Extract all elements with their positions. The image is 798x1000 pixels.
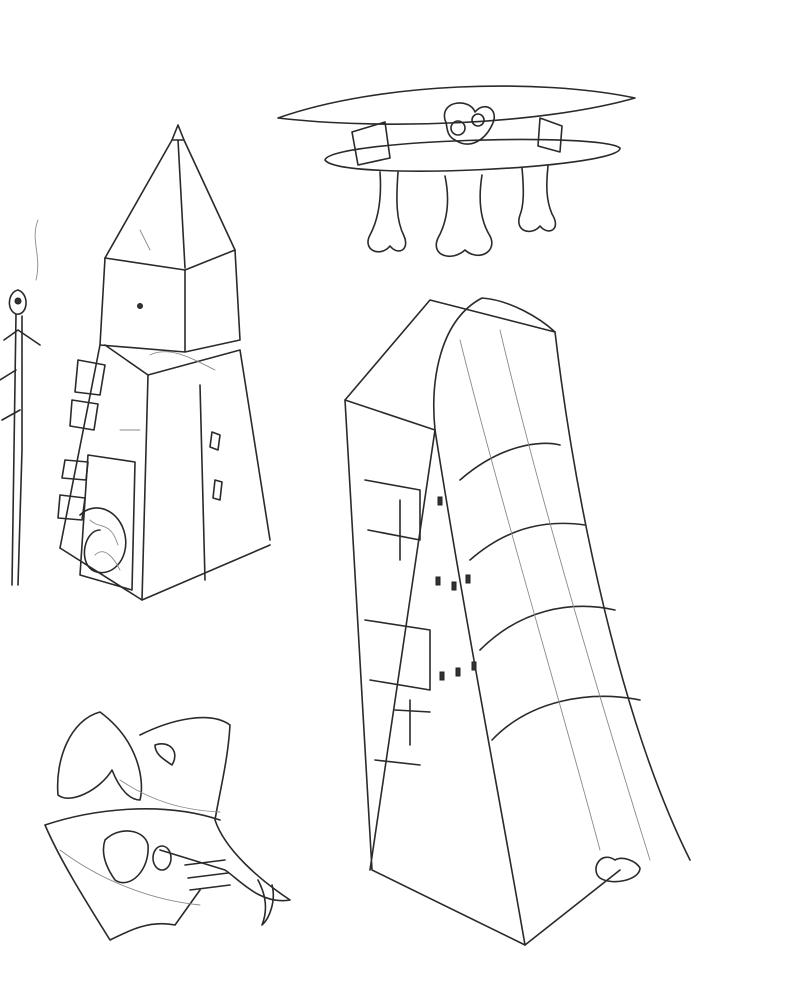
bone-table-sketch	[277, 85, 636, 258]
stick-figure-sketch	[0, 219, 41, 586]
abstract-sculpture-sketch	[44, 711, 291, 941]
curved-tower-sketch	[344, 297, 691, 946]
obelisk-tower-sketch	[57, 124, 271, 601]
